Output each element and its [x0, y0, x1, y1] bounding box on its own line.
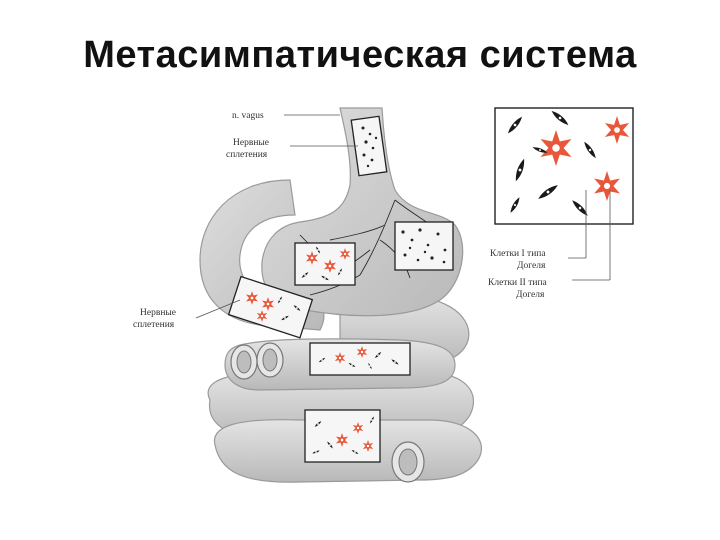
type1-cell	[356, 346, 368, 358]
type2-cell	[368, 362, 372, 370]
type1-cell-inset	[594, 171, 620, 201]
type2-cell	[312, 450, 320, 454]
type2-cell-inset	[532, 147, 548, 153]
labels: n. vagus Нервные сплетения Нервные сплет…	[133, 111, 611, 330]
type2-cell	[370, 416, 374, 424]
type2-cell	[293, 305, 301, 311]
label-vagus: n. vagus	[232, 111, 264, 121]
type1-cell	[245, 291, 259, 305]
type2-cell	[278, 296, 282, 304]
type2-cell-inset	[538, 185, 558, 199]
type2-cell-inset	[572, 200, 588, 216]
panel-middle	[309, 342, 411, 376]
label-cells-type2-line2: Догеля	[516, 290, 545, 300]
type2-cell-inset	[510, 197, 520, 213]
label-plexus-left-line1: Нервные	[140, 308, 176, 318]
label-cells-type1-line1: Клетки I типа	[490, 249, 546, 259]
type2-cell	[338, 268, 342, 276]
type1-cell-inset	[604, 116, 630, 144]
type2-cell-inset	[515, 158, 525, 182]
label-plexus-left-line2: сплетения	[133, 320, 175, 330]
type2-cell	[314, 421, 322, 427]
type2-cell-inset	[507, 116, 523, 134]
panel-esophagus	[350, 115, 388, 177]
type2-cell	[281, 315, 289, 321]
type1-cell	[352, 422, 364, 434]
type2-cell	[351, 450, 359, 454]
type1-cell	[334, 352, 346, 364]
type1-cell	[261, 297, 275, 311]
type2-cell	[374, 351, 382, 359]
cells-layer	[245, 110, 630, 454]
type2-cell	[316, 246, 320, 254]
type2-cell	[301, 272, 309, 278]
type1-cell	[323, 259, 337, 273]
duodenum	[199, 179, 325, 331]
type1-cell	[305, 251, 319, 265]
label-cells-type1-line2: Догеля	[517, 261, 546, 271]
type2-cell	[321, 275, 329, 281]
type1-cell	[339, 248, 351, 260]
type1-cell	[256, 310, 268, 322]
label-plexus-top-line2: сплетения	[226, 150, 268, 160]
type2-cell	[327, 441, 333, 449]
type2-cell	[348, 363, 356, 367]
type1-cell	[362, 440, 374, 452]
type2-cell-inset	[584, 141, 596, 159]
type2-cell-inset	[551, 110, 569, 126]
label-plexus-top-line1: Нервные	[233, 138, 269, 148]
type2-cell	[318, 357, 326, 363]
type1-cell-inset	[540, 130, 572, 166]
slide-title: Метасимпатическая система	[83, 34, 637, 76]
panel-duodenum	[227, 275, 314, 339]
panel-stomach-right	[394, 221, 454, 271]
cut-tube-ends	[230, 342, 425, 483]
type2-cell	[391, 359, 399, 365]
label-cells-type2-line1: Клетки II типа	[488, 278, 548, 288]
type1-cell	[335, 433, 349, 447]
